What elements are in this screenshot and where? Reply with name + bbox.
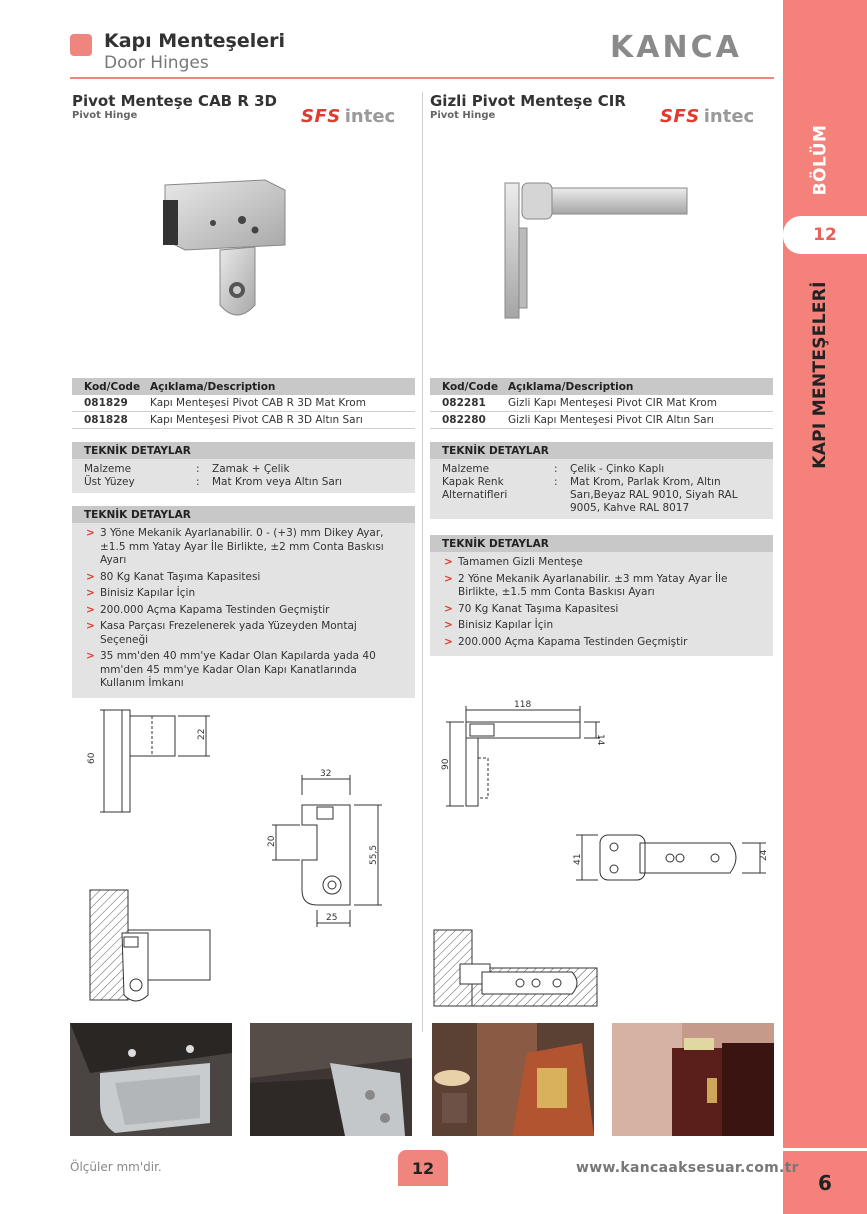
svg-text:55,5: 55,5	[369, 845, 379, 865]
left-drawing-side: 60 22	[87, 709, 210, 813]
list-item: >Tamamen Gizli Menteşe	[444, 556, 583, 568]
right-drawing-top: 118 14 90	[441, 700, 605, 807]
column-divider	[422, 92, 423, 1032]
list-item: >35 mm'den 40 mm'ye Kadar Olan Kapılarda…	[86, 650, 376, 689]
side-band	[783, 0, 867, 1214]
photo-right-2	[612, 1023, 774, 1136]
list-item: >200.000 Açma Kapama Testinden Geçmiştir	[86, 603, 330, 616]
photo-right-1	[432, 1023, 594, 1136]
svg-text:22: 22	[197, 729, 207, 740]
side-page-number: 6	[783, 1148, 867, 1214]
list-item: >2 Yöne Mekanik Ayarlanabilir. ±3 mm Yat…	[444, 572, 728, 599]
svg-text:41: 41	[573, 854, 583, 865]
footer-note: Ölçüler mm'dir.	[70, 1160, 162, 1174]
page-title: Kapı Menteşeleri	[104, 30, 286, 52]
section-title: KAPI MENTEŞELERİ	[810, 281, 830, 469]
right-hinge-image	[504, 182, 688, 319]
svg-text:60: 60	[87, 752, 97, 764]
footer-page-number: 12	[398, 1150, 448, 1186]
right-drawing-front: 41 24	[573, 834, 769, 881]
left-product-subtitle: Pivot Hinge	[72, 110, 138, 121]
left-hinge-image	[163, 179, 286, 316]
svg-text:20: 20	[267, 835, 277, 847]
left-drawing-section	[89, 889, 211, 1002]
header-marker	[70, 34, 92, 56]
list-item: >Binisiz Kapılar İçin	[444, 619, 554, 631]
section-number: 12	[783, 216, 867, 254]
left-product-title: Pivot Menteşe CAB R 3D	[72, 92, 277, 110]
svg-text:25: 25	[326, 913, 337, 923]
list-item: >200.000 Açma Kapama Testinden Geçmiştir	[444, 635, 688, 648]
right-tech-specs: TEKNİK DETAYLAR Malzeme:Çelik - Çinko Ka…	[430, 442, 773, 519]
right-tech-features: TEKNİK DETAYLAR >Tamamen Gizli Menteşe >…	[430, 535, 773, 656]
section-label: BÖLÜM	[810, 124, 831, 196]
svg-text:32: 32	[320, 769, 331, 779]
list-item: >Kasa Parçası Frezelenerek yada Yüzeyden…	[86, 620, 357, 646]
right-product-subtitle: Pivot Hinge	[430, 110, 496, 121]
list-item: >80 Kg Kanat Taşıma Kapasitesi	[86, 570, 261, 583]
svg-text:90: 90	[441, 758, 451, 770]
header-divider	[70, 77, 774, 79]
svg-text:118: 118	[514, 700, 531, 710]
list-item: >3 Yöne Mekanik Ayarlanabilir. 0 - (+3) …	[86, 527, 384, 566]
left-tech-specs: TEKNİK DETAYLAR Malzeme:Zamak + Çelik Üs…	[72, 442, 415, 493]
list-item: >Binisiz Kapılar İçin	[86, 587, 196, 599]
photo-left-1	[70, 1023, 232, 1136]
photo-left-2	[250, 1023, 412, 1136]
left-tech-features: TEKNİK DETAYLAR >3 Yöne Mekanik Ayarlana…	[72, 506, 415, 698]
footer-url-link[interactable]: www.kancaaksesuar.com.tr	[576, 1160, 799, 1176]
page-subtitle: Door Hinges	[104, 53, 209, 73]
svg-text:14: 14	[595, 734, 605, 746]
right-product-title: Gizli Pivot Menteşe CIR	[430, 92, 626, 110]
svg-text:24: 24	[759, 849, 769, 861]
brand-logo: KANCA	[610, 30, 742, 65]
list-item: >70 Kg Kanat Taşıma Kapasitesi	[444, 602, 619, 615]
right-drawing-section	[433, 929, 598, 1007]
left-drawing-front: 32 20 55,5 25	[267, 769, 382, 927]
